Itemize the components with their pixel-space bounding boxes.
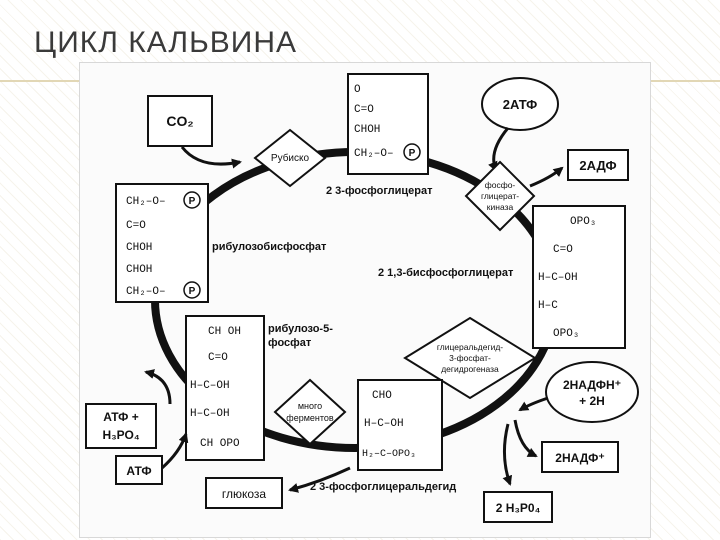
ru5p-label-2: фосфат — [268, 337, 312, 349]
pga-line-1: O — [354, 84, 361, 96]
atp-h3po4-box — [85, 403, 157, 449]
g3p-label: 2 3-фосфоглицеральдегид — [310, 481, 456, 493]
co2-arrow — [180, 146, 242, 169]
rubisco-enzyme — [253, 128, 327, 188]
rubp-line-4: CHOH — [126, 264, 152, 276]
ru5p-line-4: H–C–OH — [190, 408, 230, 420]
gapdh-enzyme — [403, 316, 537, 400]
atp-h3po4-arrow — [144, 369, 172, 405]
phosphate-symbol: P — [409, 148, 416, 159]
phosphate-icon — [183, 281, 201, 299]
nadp2-box — [541, 441, 619, 473]
adp2-box — [567, 149, 629, 181]
atp-left-box — [115, 455, 163, 485]
ru5p-line-3: H–C–OH — [190, 380, 230, 392]
rubp-structure: CH₂–O– C=O CHOH CHOH CH₂–O– P P — [126, 191, 201, 299]
glucose-box — [205, 477, 283, 509]
pga-line-2: C=O — [354, 104, 374, 116]
pga-structure: O C=O CHOH CH₂–O– P — [354, 84, 421, 161]
phosphate-icon — [183, 191, 201, 209]
adp2-label: 2АДФ — [579, 158, 616, 173]
phosphate-symbol: P — [189, 196, 196, 207]
bpg-structure-box — [532, 205, 626, 349]
rubp-line-2: C=O — [126, 220, 146, 232]
co2-label: CO₂ — [166, 113, 193, 129]
g3p-structure-box — [357, 379, 443, 471]
bpg-line-4: H–C — [538, 300, 558, 312]
glucose-label: глюкоза — [222, 487, 267, 501]
gapdh-label-2: 3-фосфат- — [449, 353, 491, 363]
phosphate-icon — [403, 143, 421, 161]
rubp-line-3: CHOH — [126, 242, 152, 254]
g3p-structure: CHO H–C–OH H₂–C–OPO₃ — [362, 390, 416, 460]
bpg-line-2: C=O — [553, 244, 573, 256]
g3p-line-2: H–C–OH — [364, 418, 404, 430]
bpg-line-1: OPO₃ — [570, 216, 596, 228]
glucose-arrow — [288, 466, 351, 493]
h3po4-label: 2 Н₃Р0₄ — [496, 501, 541, 515]
ru5p-structure-box — [185, 315, 265, 461]
atp-h3po4-label-1: АТФ + — [103, 410, 139, 424]
ru5p-line-2: C=O — [208, 352, 228, 364]
gapdh-label-3: дегидрогеназа — [441, 364, 499, 374]
pga-line-3: CHOH — [354, 124, 380, 136]
phosphate-symbol: P — [189, 286, 196, 297]
atp2-oval — [481, 77, 559, 131]
pgk-label-3: киназа — [487, 202, 514, 212]
adp2-arrow — [529, 166, 564, 188]
nadph2-oval — [545, 361, 639, 423]
co2-box — [147, 95, 213, 147]
rubp-line-5: CH₂–O– — [126, 286, 166, 298]
nadph2-arrow — [518, 396, 549, 412]
bpg-structure: OPO₃ C=O H–C–OH H–C OPO₃ — [538, 216, 596, 340]
nadph2-label-2: + 2Н — [579, 394, 605, 408]
many-enzymes — [273, 378, 347, 446]
pgk-enzyme — [464, 160, 536, 232]
ru5p-line-1: CH OH — [208, 326, 241, 338]
rubp-line-1: CH₂–O– — [126, 196, 166, 208]
g3p-line-3: H₂–C–OPO₃ — [362, 449, 416, 460]
many-label-2: ферментов — [286, 413, 334, 423]
atp-h3po4-label-2: Н₃РО₄ — [102, 428, 139, 442]
ru5p-line-5: CH OPO — [200, 438, 240, 450]
pga-line-4: CH₂–O– — [354, 148, 394, 160]
ru5p-label-1: рибулозо-5- — [268, 323, 333, 335]
many-label-1: много — [298, 401, 322, 411]
pgk-label-2: глицерат- — [481, 191, 519, 201]
nadp2-label: 2НАДФ⁺ — [555, 451, 604, 465]
atp-left-arrow — [161, 432, 189, 470]
rubp-label: рибулозобисфосфат — [212, 241, 327, 253]
atp2-label: 2АТФ — [503, 97, 538, 112]
ru5p-structure: CH OH C=O H–C–OH H–C–OH CH OPO — [190, 326, 241, 450]
atp-left-label: АТФ — [126, 464, 151, 478]
nadph2-label-1: 2НАДФН⁺ — [563, 378, 621, 392]
h3po4-box — [483, 491, 553, 523]
rubisco-label: Рубиско — [271, 152, 310, 164]
h3po4-arrow — [502, 423, 513, 486]
bpg-label: 2 1,3-бисфосфоглицерат — [378, 267, 514, 279]
pga-structure-box — [347, 73, 429, 175]
gapdh-label-1: глицеральдегид- — [437, 342, 503, 352]
bpg-line-5: OPO₃ — [553, 328, 579, 340]
nadp2-arrow — [513, 419, 538, 458]
g3p-line-1: CHO — [372, 390, 392, 402]
bpg-line-3: H–C–OH — [538, 272, 578, 284]
slide-title: ЦИКЛ КАЛЬВИНА — [34, 26, 298, 59]
pga-label: 2 3-фосфоглицерат — [326, 185, 433, 197]
pgk-label-1: фосфо- — [485, 180, 516, 190]
